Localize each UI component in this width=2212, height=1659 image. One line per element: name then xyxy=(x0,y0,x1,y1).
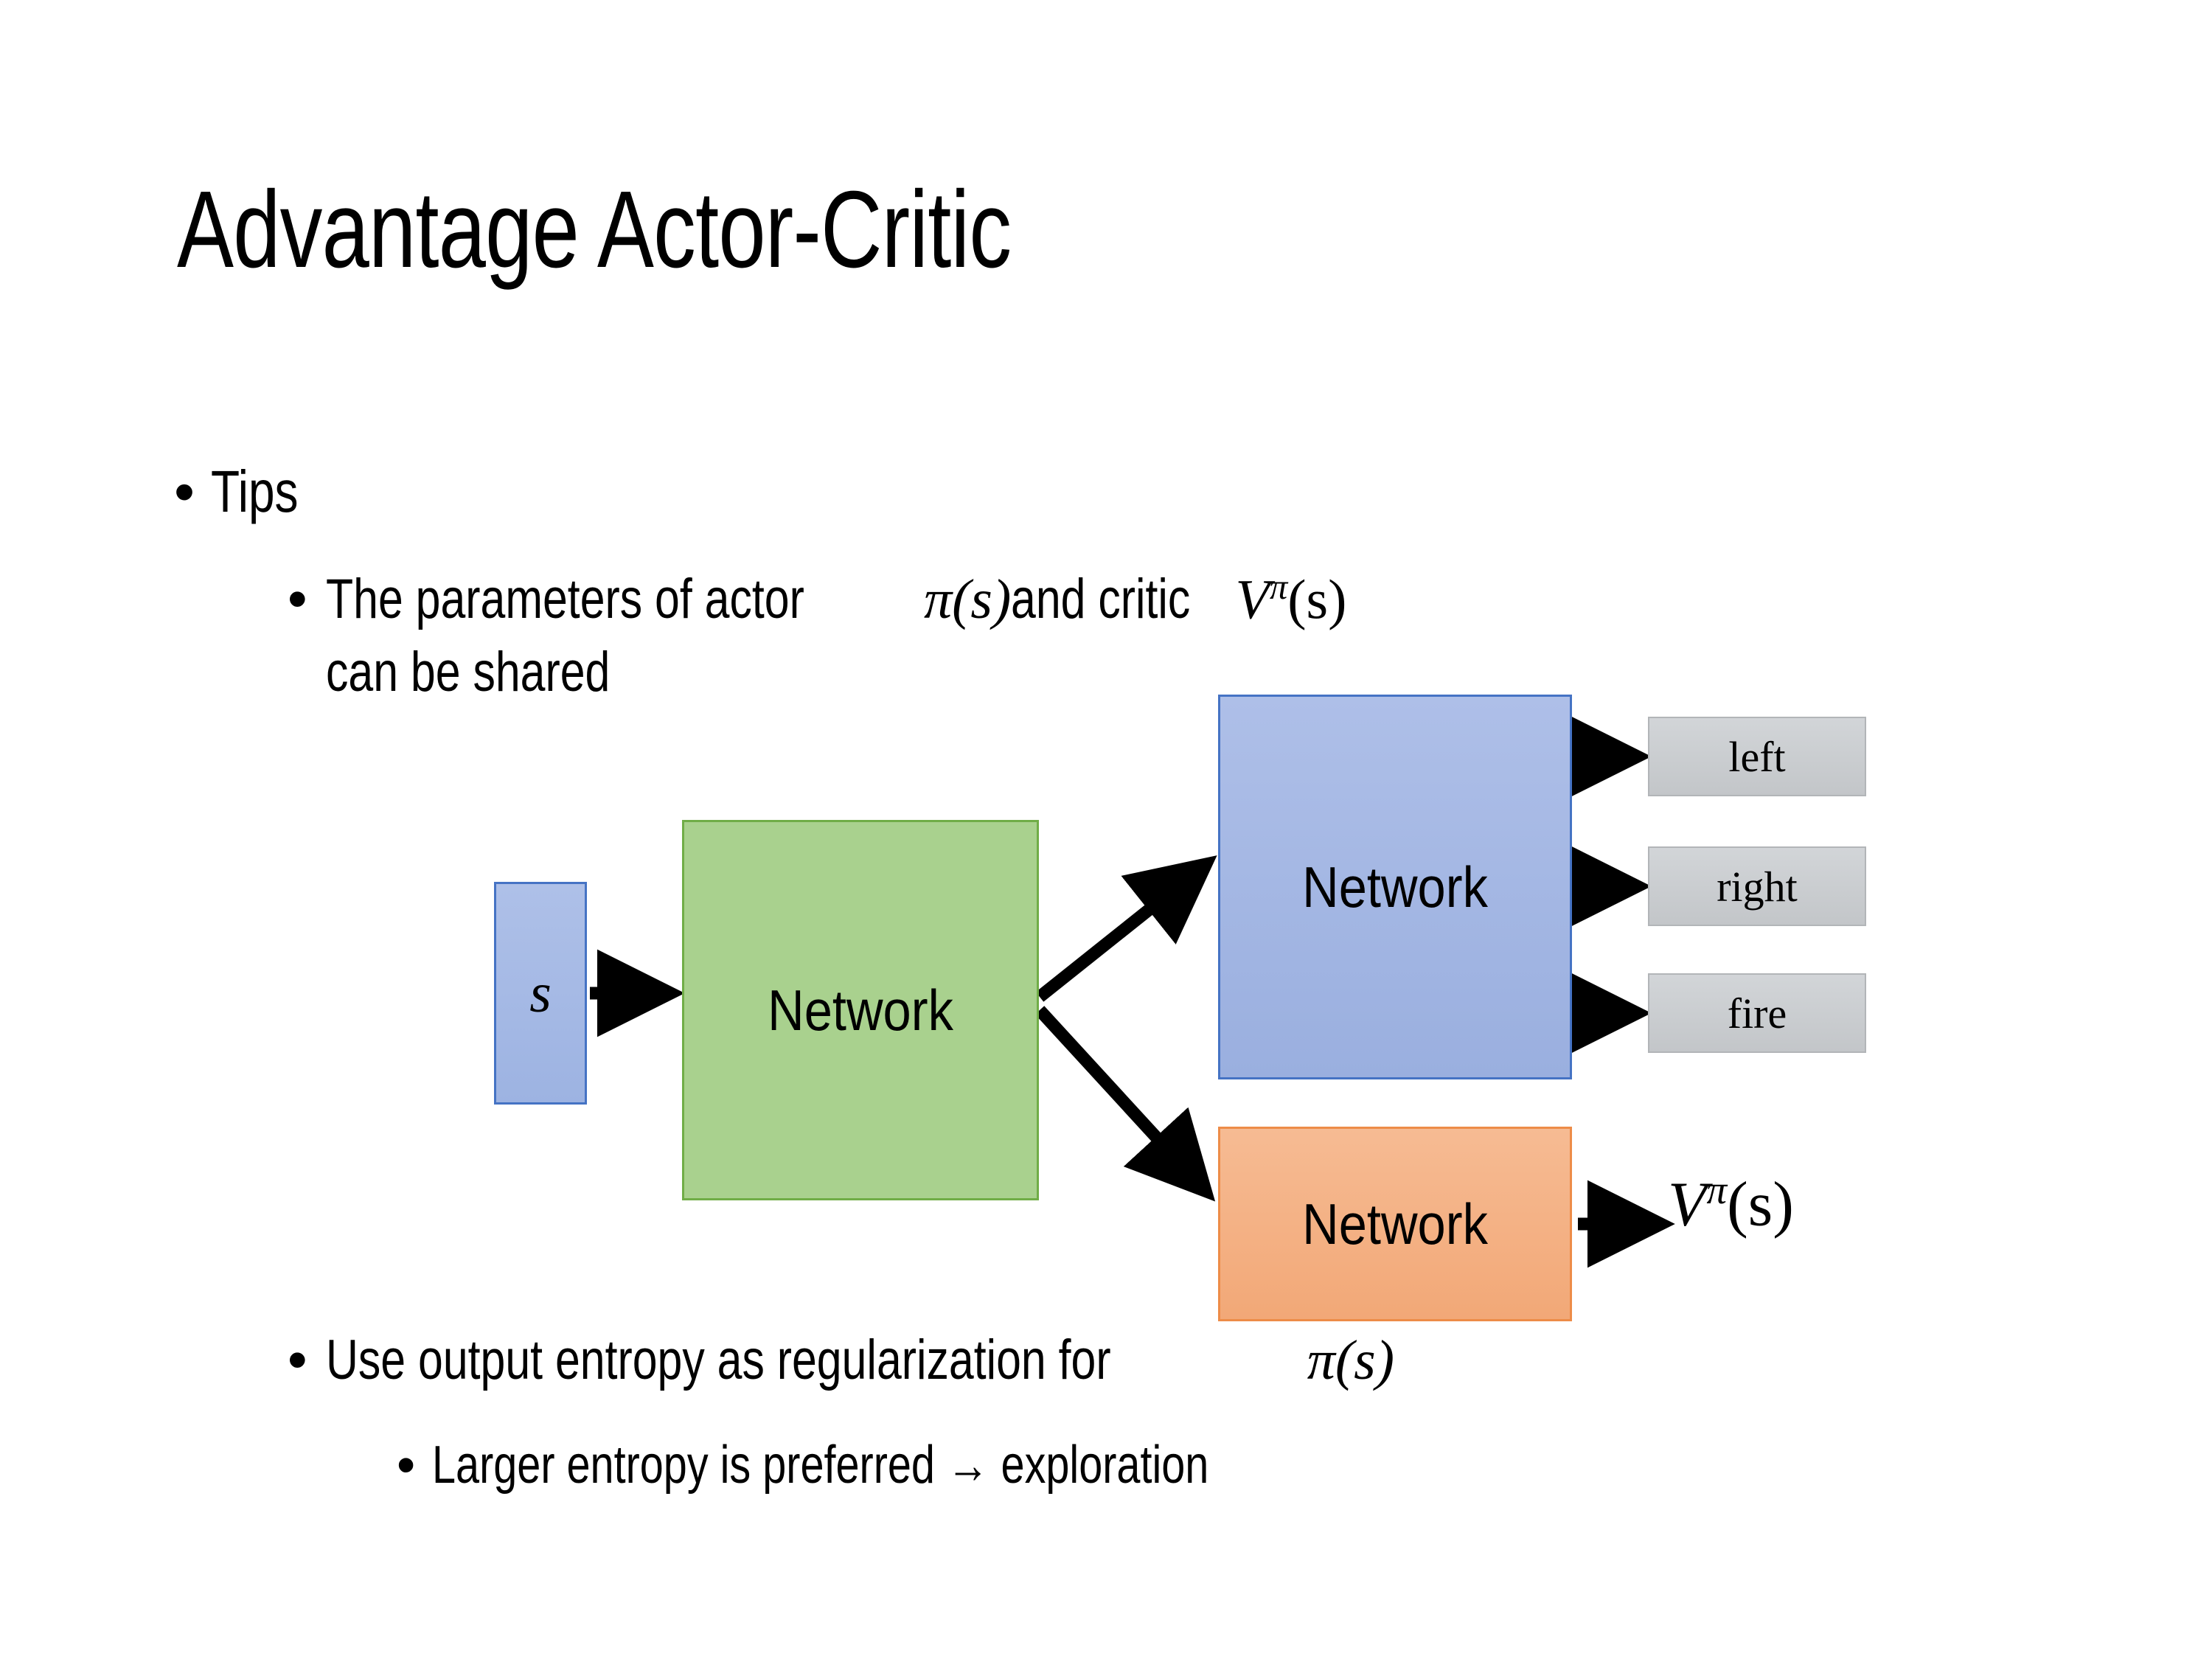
critic-network-box: Network xyxy=(1218,1127,1572,1321)
action-output-right-label: right xyxy=(1717,862,1798,911)
bullet-marker-icon: • xyxy=(174,459,195,524)
page-title: Advantage Actor-Critic xyxy=(177,169,1012,291)
bullet-params-text-2: and critic xyxy=(1011,568,1191,631)
bullet-marker-icon: • xyxy=(397,1436,416,1495)
bullet-entropy-regularization: • Use output entropy as regularization f… xyxy=(288,1327,1394,1394)
bullet-larger-text: Larger entropy is preferred → exploratio… xyxy=(432,1436,1209,1495)
action-output-left-label: left xyxy=(1728,732,1786,781)
arrow-shared-to-actor xyxy=(1035,855,1217,1002)
bullet-marker-icon: • xyxy=(288,1329,307,1391)
critic-network-label: Network xyxy=(1302,1191,1488,1256)
input-state-label: s xyxy=(529,961,552,1024)
bullet-marker-icon: • xyxy=(288,568,307,631)
bullet-params-text-3: can be shared xyxy=(326,641,611,703)
bullet-entropy-text: Use output entropy as regularization for xyxy=(326,1329,1111,1391)
arrow-shared-to-critic xyxy=(1034,1006,1216,1202)
action-output-fire: fire xyxy=(1648,973,1866,1053)
action-output-fire-label: fire xyxy=(1727,989,1787,1037)
actor-network-box: Network xyxy=(1218,695,1572,1079)
shared-network-box: Network xyxy=(682,820,1039,1200)
action-output-right: right xyxy=(1648,846,1866,926)
bullet-tips: • Tips xyxy=(174,457,320,526)
bullet-tips-label: Tips xyxy=(211,459,299,524)
bullet-larger-entropy: • Larger entropy is preferred → explorat… xyxy=(397,1434,1403,1497)
math-critic-v-pi-s: Vπ(s) xyxy=(1235,567,1347,631)
shared-network-label: Network xyxy=(768,977,953,1043)
value-output-label: Vπ(s) xyxy=(1668,1167,1794,1239)
input-state-box: s xyxy=(494,882,587,1105)
bullet-parameters-shared: • The parameters of actor π(s) and criti… xyxy=(288,566,1346,706)
bullet-params-text-1: The parameters of actor xyxy=(326,568,804,631)
math-entropy-pi-s: π(s) xyxy=(1307,1329,1395,1391)
action-output-left: left xyxy=(1648,717,1866,796)
math-actor-pi-s: π(s) xyxy=(924,568,1012,631)
actor-network-label: Network xyxy=(1302,854,1488,919)
